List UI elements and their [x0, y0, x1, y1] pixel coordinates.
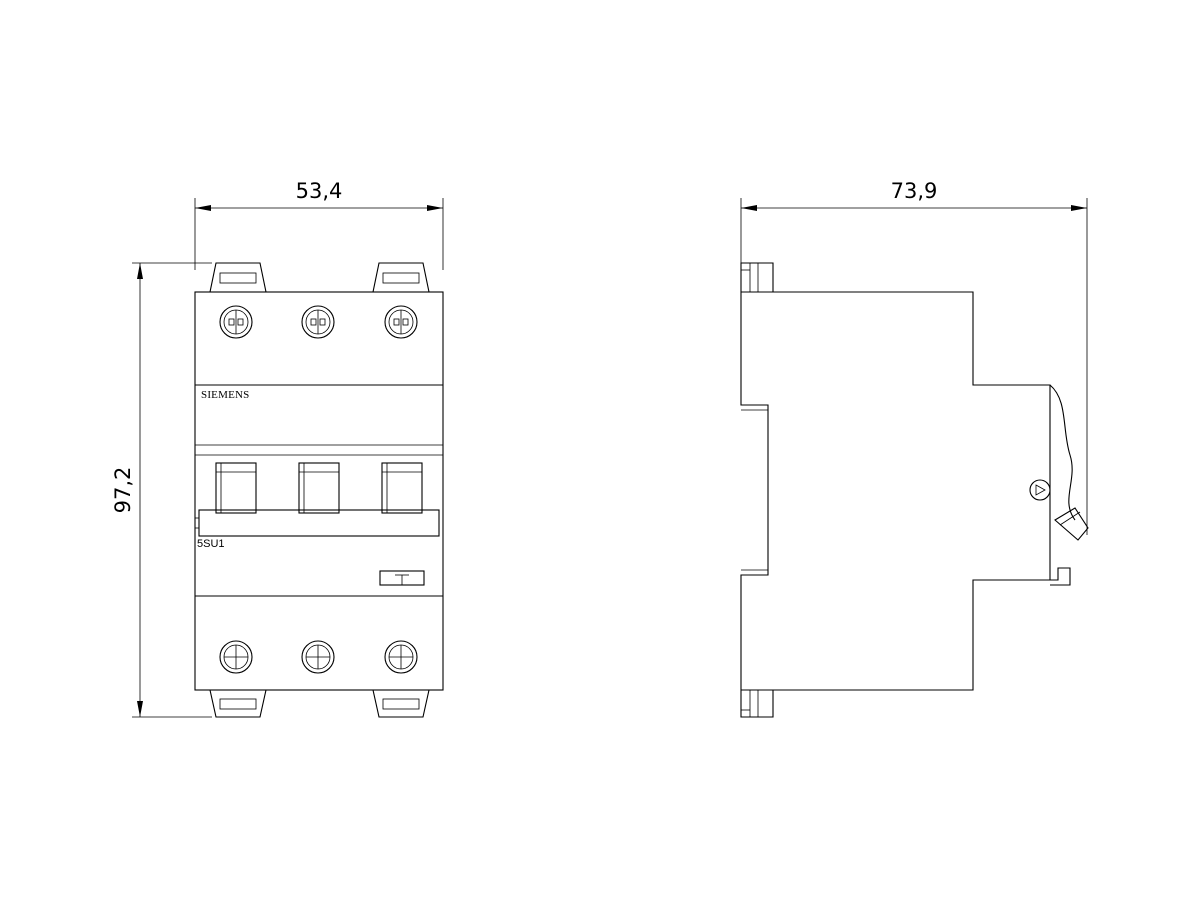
- side-body-outline: [741, 291, 1051, 691]
- side-depth-label: 73,9: [891, 179, 938, 203]
- breaker-body: [194, 291, 444, 691]
- front-width-dimension: 53,4: [194, 179, 444, 270]
- handle-bar: [198, 509, 440, 537]
- toggle-levers: [215, 462, 423, 514]
- bottom-clip-left: [209, 689, 267, 718]
- top-clip-left: [209, 262, 267, 293]
- bottom-clip-right: [372, 689, 430, 718]
- side-depth-dimension: 73,9: [740, 179, 1088, 535]
- pivot-icon: [1029, 479, 1051, 501]
- test-button: [379, 570, 425, 586]
- screw-icon: [219, 640, 253, 674]
- front-height-label: 97,2: [111, 467, 135, 514]
- brand-label: SIEMENS: [201, 389, 249, 401]
- front-width-label: 53,4: [296, 179, 343, 203]
- type-label: 5SU1: [197, 538, 225, 550]
- top-clip-right: [372, 262, 430, 293]
- screw-icon: [384, 640, 418, 674]
- side-view: 73,9: [740, 179, 1089, 718]
- screw-icon: [301, 305, 335, 339]
- handle-profile: [1049, 384, 1076, 521]
- front-height-dimension: 97,2: [111, 262, 212, 718]
- toggle-handle: [1054, 507, 1089, 541]
- front-view: 53,4 97,2: [111, 179, 444, 718]
- screw-icon: [301, 640, 335, 674]
- top-terminal-screws: [219, 305, 418, 339]
- top-din-clip: [740, 262, 774, 292]
- screw-icon: [384, 305, 418, 339]
- bottom-din-clip: [740, 690, 774, 718]
- bottom-terminal-screws: [219, 640, 418, 674]
- screw-icon: [219, 305, 253, 339]
